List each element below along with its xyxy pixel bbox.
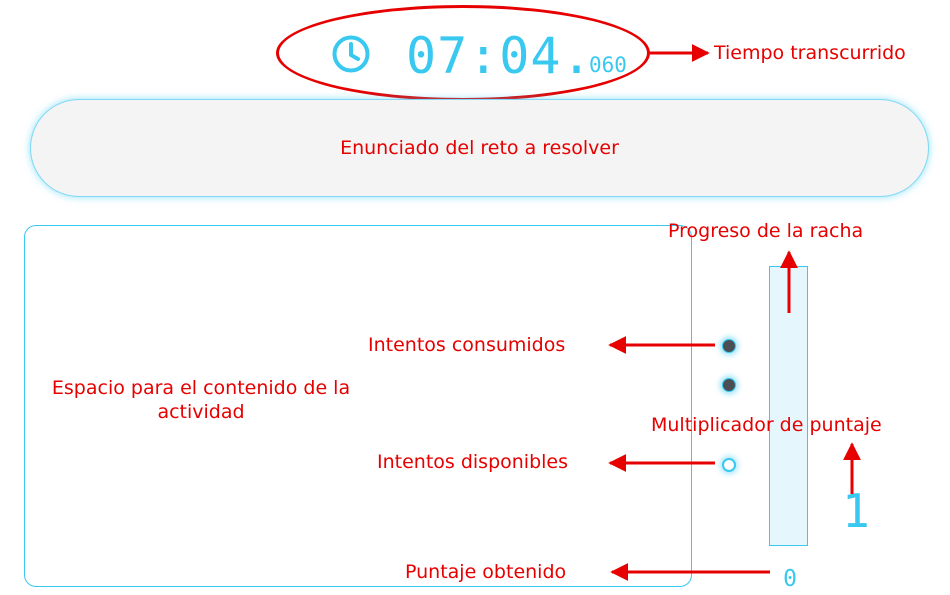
challenge-statement-text: Enunciado del reto a resolver bbox=[340, 137, 619, 159]
activity-content-area[interactable] bbox=[24, 225, 692, 587]
annotation-score-obtained: Puntaje obtenido bbox=[405, 561, 567, 583]
annotation-elapsed-time: Tiempo transcurrido bbox=[714, 42, 906, 64]
attempt-dot-consumed bbox=[722, 339, 736, 353]
score-value: 0 bbox=[783, 566, 797, 592]
score-multiplier: 1 bbox=[842, 484, 870, 538]
challenge-statement: Enunciado del reto a resolver bbox=[30, 99, 929, 197]
attempt-dot-available bbox=[722, 458, 736, 472]
elapsed-time: 07:04. bbox=[406, 27, 593, 85]
elapsed-time-milliseconds: 060 bbox=[589, 53, 627, 77]
attempt-dot-consumed bbox=[722, 378, 736, 392]
annotation-attempts-consumed: Intentos consumidos bbox=[368, 334, 566, 356]
streak-progress-bar bbox=[769, 266, 808, 546]
clock-icon bbox=[332, 35, 370, 73]
annotation-score-multiplier: Multiplicador de puntaje bbox=[651, 414, 882, 436]
activity-placeholder-text: Espacio para el contenido de la activida… bbox=[51, 377, 351, 423]
annotation-attempts-available: Intentos disponibles bbox=[377, 451, 569, 473]
annotation-streak-progress: Progreso de la racha bbox=[668, 220, 864, 242]
